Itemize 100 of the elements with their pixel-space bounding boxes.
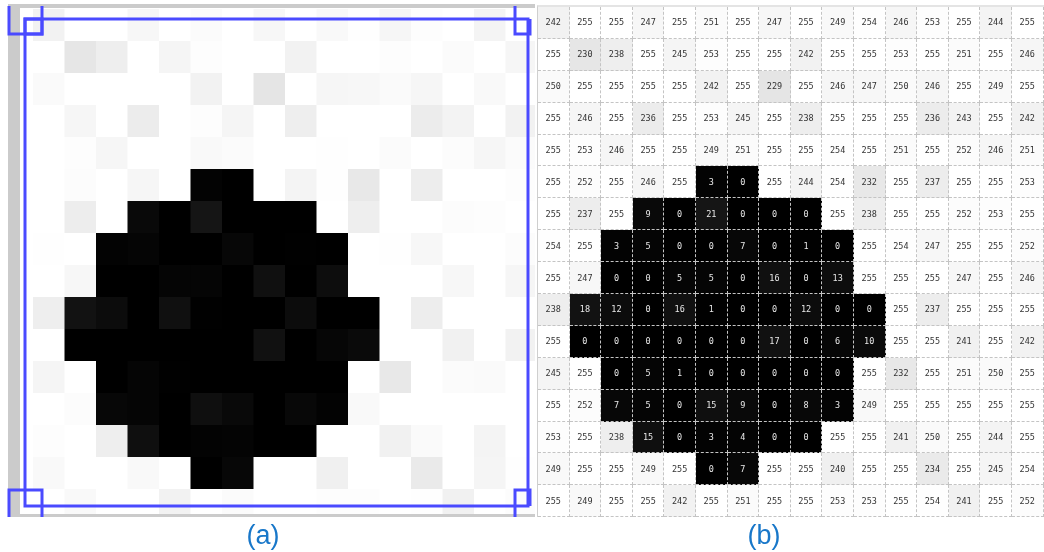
pixel-value: 246 — [569, 102, 602, 135]
pixel-value: 238 — [601, 38, 633, 71]
pixel-value: 5 — [632, 389, 665, 422]
pixel-value: 18 — [569, 294, 602, 326]
pixel-value: 246 — [632, 166, 665, 199]
pixel-value: 242 — [1011, 325, 1044, 358]
pixel-value: 253 — [538, 421, 570, 454]
pixel-value: 254 — [885, 230, 918, 263]
pixel-value: 236 — [917, 102, 949, 135]
pixel-value: 242 — [664, 485, 696, 518]
pixel-value: 0 — [664, 325, 696, 358]
pixel-value: 245 — [664, 38, 696, 71]
pixel-value: 0 — [727, 166, 760, 199]
pixel-value: 247 — [948, 262, 981, 294]
pixel-value: 255 — [632, 485, 665, 518]
pixel-value: 3 — [822, 389, 854, 422]
pixel-value: 252 — [948, 198, 981, 231]
pixel-value: 250 — [980, 357, 1012, 390]
pixel-value: 243 — [948, 102, 981, 135]
pixel-value: 255 — [1011, 198, 1044, 231]
pixel-value: 255 — [853, 357, 886, 390]
pixel-value: 255 — [569, 421, 602, 454]
pixel-value: 249 — [632, 453, 665, 486]
pixel-value: 255 — [1011, 294, 1044, 326]
pixel-value: 0 — [664, 198, 696, 231]
pixel-value: 229 — [759, 70, 791, 103]
pixel-value: 0 — [601, 357, 633, 390]
pixel-value: 251 — [727, 485, 760, 518]
pixel-value: 255 — [980, 102, 1012, 135]
pixel-value: 255 — [664, 453, 696, 486]
pixel-value: 255 — [885, 262, 918, 294]
pixel-value: 0 — [759, 357, 791, 390]
pixel-value: 251 — [1011, 134, 1044, 167]
pixel-value: 255 — [538, 38, 570, 71]
pixel-value: 255 — [601, 166, 633, 199]
pixel-value: 255 — [601, 453, 633, 486]
pixel-value: 244 — [790, 166, 823, 199]
pixel-value: 255 — [885, 166, 918, 199]
pixel-value: 232 — [853, 166, 886, 199]
pixel-value: 254 — [1011, 453, 1044, 486]
pixel-value: 255 — [853, 421, 886, 454]
pixel-value: 0 — [664, 421, 696, 454]
pixel-value: 0 — [727, 294, 760, 326]
pixel-value: 247 — [632, 7, 665, 39]
pixel-value: 4 — [727, 421, 760, 454]
pixel-value: 0 — [822, 357, 854, 390]
pixel-value: 245 — [980, 453, 1012, 486]
pixel-value: 0 — [632, 294, 665, 326]
pixel-value: 249 — [695, 134, 728, 167]
pixel-value: 249 — [822, 7, 854, 39]
pixel-value: 255 — [917, 357, 949, 390]
pixel-value: 255 — [569, 357, 602, 390]
pixel-value: 255 — [790, 7, 823, 39]
pixel-value: 255 — [917, 389, 949, 422]
pixel-value: 253 — [853, 485, 886, 518]
pixel-value: 255 — [1011, 7, 1044, 39]
pixel-value: 246 — [822, 70, 854, 103]
pixel-value: 252 — [569, 166, 602, 199]
pixel-value: 254 — [853, 7, 886, 39]
pixel-value: 255 — [948, 421, 981, 454]
pixel-value: 250 — [538, 70, 570, 103]
pixel-value: 255 — [601, 485, 633, 518]
pixel-value: 253 — [885, 38, 918, 71]
pixel-value: 234 — [917, 453, 949, 486]
pixel-value: 244 — [980, 7, 1012, 39]
pixel-value: 255 — [948, 453, 981, 486]
pixel-value: 255 — [822, 38, 854, 71]
pixel-value: 245 — [538, 357, 570, 390]
pixel-value: 0 — [790, 421, 823, 454]
pixel-value: 252 — [569, 389, 602, 422]
pixel-value: 251 — [727, 134, 760, 167]
pixel-value: 238 — [790, 102, 823, 135]
pixel-value: 255 — [569, 453, 602, 486]
pixel-value: 238 — [601, 421, 633, 454]
pixel-value: 255 — [759, 453, 791, 486]
pixel-value: 10 — [853, 325, 886, 358]
pixel-value: 255 — [853, 262, 886, 294]
pixel-value: 246 — [917, 70, 949, 103]
pixel-value: 255 — [1011, 70, 1044, 103]
pixel-value: 255 — [538, 485, 570, 518]
pixel-value: 1 — [664, 357, 696, 390]
pixel-value: 0 — [695, 230, 728, 263]
pixel-value: 255 — [853, 134, 886, 167]
pixel-value: 255 — [948, 166, 981, 199]
pixel-value: 9 — [632, 198, 665, 231]
pixel-value: 7 — [727, 453, 760, 486]
pixel-value: 238 — [853, 198, 886, 231]
pixel-value: 255 — [664, 70, 696, 103]
pixel-value: 0 — [759, 294, 791, 326]
pixel-value: 252 — [1011, 230, 1044, 263]
pixel-value: 0 — [790, 262, 823, 294]
pixel-value: 255 — [538, 198, 570, 231]
pixel-value: 5 — [632, 230, 665, 263]
pixel-value: 16 — [664, 294, 696, 326]
pixel-value: 254 — [822, 166, 854, 199]
pixel-value: 255 — [664, 7, 696, 39]
pixel-value: 255 — [885, 102, 918, 135]
pixel-value: 0 — [695, 325, 728, 358]
pixel-value: 249 — [980, 70, 1012, 103]
pixel-value: 252 — [1011, 485, 1044, 518]
